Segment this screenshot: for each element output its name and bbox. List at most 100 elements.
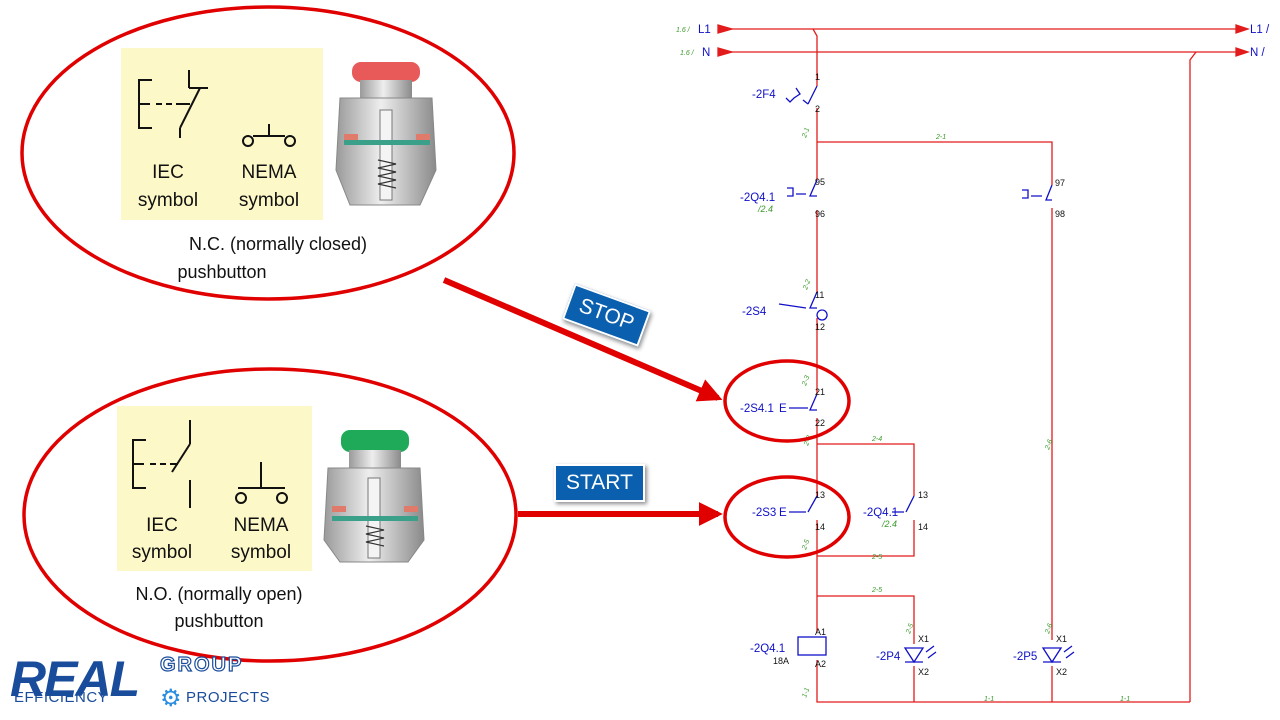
wire-number: 2-5 <box>801 539 811 552</box>
wire-number: 2-5 <box>871 587 882 594</box>
q4-oc-ref: /2.4 <box>757 204 773 214</box>
no-ellipse <box>22 367 518 663</box>
gear-icon: ⚙ <box>160 685 182 712</box>
control-schematic <box>717 24 1251 703</box>
logo-word-projects: PROJECTS <box>186 689 271 706</box>
oc-right-pin-a: 97 <box>1055 178 1065 188</box>
wire-number: 2-1 <box>801 127 811 140</box>
components <box>778 85 1075 664</box>
q4-oc-pin-b: 96 <box>815 209 825 219</box>
p4-lamp <box>903 645 937 664</box>
f4-tag: -2F4 <box>752 89 776 101</box>
logo-word-group: GROUP <box>159 653 244 676</box>
wire-numbers: 2-1 2-1 2-2 2-3 2-3 2-4 2-5 2-5 2-5 2-5 … <box>801 127 1130 703</box>
wire-number: 2-6 <box>1044 623 1054 636</box>
nc-iec-caption2: symbol <box>138 190 198 211</box>
wire-number: 2-5 <box>905 623 915 636</box>
stop-highlight-ellipse <box>723 359 851 443</box>
wire-number: 2-3 <box>801 375 811 388</box>
coil-rating: 18A <box>773 656 789 666</box>
no-pushbutton-panel: IEC symbol NEMA symbol N.O. (normally op… <box>22 367 518 663</box>
logo-word-efficiency: EFFICIENCY <box>14 689 109 706</box>
s4-contact <box>778 291 828 321</box>
p4-pin-a: X1 <box>918 634 929 644</box>
wire-number: 2-5 <box>871 554 882 561</box>
nc-symbol-panel <box>121 48 323 220</box>
p4-tag: -2P4 <box>876 651 901 663</box>
rail-l1-right-label: L1 / <box>1250 24 1270 36</box>
s41-contact <box>789 393 818 411</box>
rail-n-right-label: N / <box>1250 47 1266 59</box>
f4-symbol <box>785 85 818 105</box>
s3-pin-a: 13 <box>815 490 825 500</box>
oc-right-contact <box>1022 184 1053 201</box>
no-nema-caption2: symbol <box>231 542 291 563</box>
nc-description-2: pushbutton <box>177 262 266 282</box>
nc-nema-caption2: symbol <box>239 190 299 211</box>
nc-nema-caption: NEMA <box>242 162 297 183</box>
company-logo: REAL GROUP EFFICIENCY ⚙ PROJECTS <box>4 651 284 716</box>
q4-hold-pin-a: 13 <box>918 490 928 500</box>
coil-tag: -2Q4.1 <box>750 643 785 655</box>
nc-description: N.C. (normally closed) <box>189 234 367 254</box>
coil-pin-a: A1 <box>815 627 826 637</box>
nc-pushbutton-panel: IEC symbol NEMA symbol N.C. (normally cl… <box>20 5 516 301</box>
rail-n-ref: 1.6 / <box>680 50 695 57</box>
q4-oc-contact <box>787 179 818 197</box>
rail-n-label: N <box>702 47 710 59</box>
p5-pin-b: X2 <box>1056 667 1067 677</box>
no-iec-symbol <box>132 420 191 508</box>
nc-nema-symbol <box>242 124 296 147</box>
wire-number: 2-6 <box>1044 439 1054 452</box>
oc-right-pin-b: 98 <box>1055 209 1065 219</box>
start-callout-label: START <box>554 464 645 502</box>
nc-iec-caption: IEC <box>152 162 184 183</box>
no-iec-caption2: symbol <box>132 542 192 563</box>
q4-oc-tag: -2Q4.1 <box>740 192 775 204</box>
p5-pin-a: X1 <box>1056 634 1067 644</box>
nc-pushbutton-illustration <box>335 62 437 206</box>
s3-pin-b: 14 <box>815 522 825 532</box>
coil-pin-b: A2 <box>815 659 826 669</box>
p5-lamp <box>1041 645 1075 664</box>
no-description-2: pushbutton <box>174 611 263 631</box>
p5-tag: -2P5 <box>1013 651 1037 663</box>
start-highlight-ellipse <box>723 475 851 559</box>
q4-hold-contact <box>892 495 915 513</box>
nc-button-cap <box>352 62 420 82</box>
s41-tag: -2S4.1 <box>740 403 774 415</box>
no-nema-caption: NEMA <box>234 515 289 536</box>
wire-number: 1-1 <box>984 696 994 703</box>
s41-pin-a: 21 <box>815 387 825 397</box>
no-description: N.O. (normally open) <box>135 584 302 604</box>
p4-pin-b: X2 <box>918 667 929 677</box>
s3-e-mark: E <box>779 507 787 519</box>
power-rails <box>717 24 1251 703</box>
s4-pin-a: 11 <box>815 290 824 300</box>
rail-l1-ref: 1.6 / <box>676 27 691 34</box>
coil-box <box>797 636 827 656</box>
no-iec-caption: IEC <box>146 515 178 536</box>
no-nema-symbol <box>235 462 288 504</box>
s41-pin-b: 22 <box>815 418 825 428</box>
logo-word-real: REAL <box>10 651 140 707</box>
nc-iec-symbol <box>138 70 208 138</box>
wire-number: 2-1 <box>935 134 946 141</box>
q4-oc-pin-a: 95 <box>815 177 825 187</box>
q4-hold-pin-b: 14 <box>918 522 928 532</box>
wire-number: 1-1 <box>801 687 811 699</box>
q4-hold-ref: /2.4 <box>881 519 897 529</box>
wire-number: 2-4 <box>871 436 882 443</box>
s3-tag: -2S3 <box>752 507 776 519</box>
no-button-cap <box>341 430 409 452</box>
f4-pin-a: 1 <box>815 72 820 82</box>
stop-arrow <box>442 277 723 402</box>
nc-ellipse <box>20 5 516 301</box>
f4-pin-b: 2 <box>815 104 820 114</box>
wire-number: 2-3 <box>803 435 813 448</box>
rail-l1-label: L1 <box>698 24 711 36</box>
s4-tag: -2S4 <box>742 306 767 318</box>
s41-e-mark: E <box>779 403 787 415</box>
s3-contact <box>789 495 818 513</box>
